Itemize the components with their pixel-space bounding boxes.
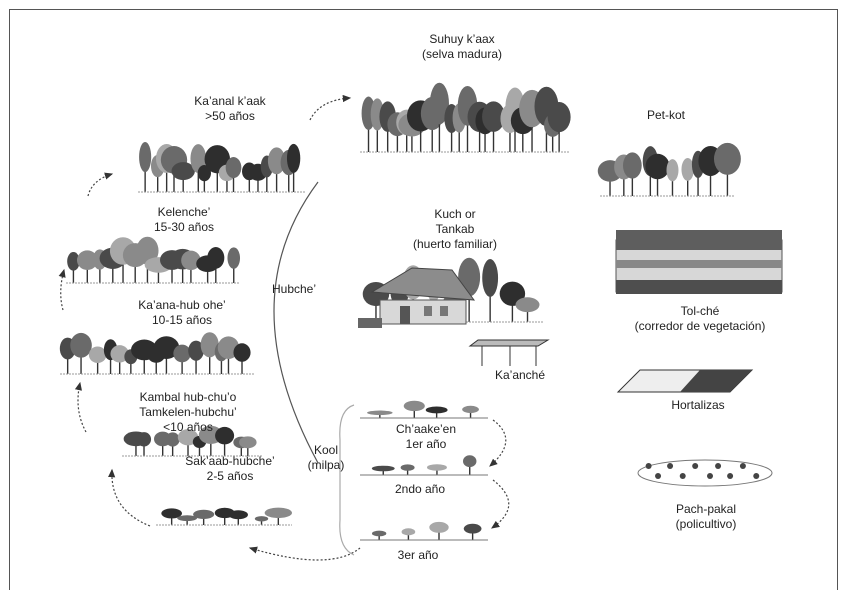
forest-kaana-hub (59, 332, 254, 375)
tree-canopy (70, 332, 92, 358)
tree-canopy (401, 528, 416, 536)
tree-canopy (267, 147, 286, 175)
tree-canopy (254, 516, 269, 522)
tree-canopy (425, 406, 448, 414)
tree-canopy (426, 464, 447, 471)
tree-canopy (515, 297, 540, 313)
tree-canopy (371, 530, 387, 537)
label-suhuy: Suhuy k’aax(selva madura) (421, 32, 503, 61)
tree-canopy (429, 521, 449, 533)
tree-canopy (429, 82, 449, 125)
label-kelenche: Kelenche’15-30 años (153, 205, 215, 234)
tree-canopy (200, 332, 219, 358)
tree-canopy (88, 346, 107, 364)
tree-canopy (110, 345, 129, 363)
tree-canopy (165, 432, 180, 447)
arrow-3er-to-sakaab (248, 546, 361, 561)
tree-canopy (713, 142, 741, 175)
tree-canopy (463, 523, 482, 534)
label-2ndo: 2ndo año (394, 482, 446, 496)
forest-sakaab (156, 507, 293, 526)
tree-canopy (623, 152, 642, 179)
tree-canopy (228, 510, 248, 520)
tree-canopy (462, 405, 479, 414)
forest-kaanal (138, 141, 306, 193)
tree-canopy (482, 101, 505, 132)
label-hubche: Hubche’ (271, 282, 317, 296)
tree-canopy (227, 247, 241, 269)
tree-canopy (197, 165, 212, 182)
forest-suhuy (360, 82, 571, 153)
hortalizas-icon (616, 369, 754, 393)
forest-kelenche (66, 236, 241, 284)
cycle-arrows (58, 94, 510, 561)
figure-frame (9, 9, 838, 590)
arrow-to-suhuy (309, 94, 352, 121)
tree-canopy (181, 250, 201, 271)
tree-canopy (171, 162, 195, 181)
tree-canopy (681, 157, 694, 181)
label-3er: 3er año (397, 548, 439, 562)
arrow-2ndo-to-3er (491, 479, 510, 529)
tree-canopy (264, 507, 293, 519)
tree-canopy (225, 157, 242, 179)
hubche-bracket (273, 181, 319, 464)
milpa-3er (364, 521, 488, 541)
tolche-icon (615, 230, 783, 294)
label-pachpakal: Pach-pakal(policultivo) (675, 502, 737, 531)
tree-canopy (161, 508, 182, 519)
milpa-1er (364, 400, 488, 419)
tree-canopy (645, 153, 670, 180)
house-icon (358, 267, 476, 328)
pachpakal-icon (637, 459, 773, 487)
tree-canopy (173, 344, 191, 363)
tree-canopy (153, 336, 180, 359)
tree-canopy (482, 258, 499, 297)
forest-petkot (597, 142, 741, 197)
tree-canopy (136, 236, 159, 265)
tree-canopy (215, 426, 235, 445)
tree-canopy (136, 432, 152, 447)
tree-canopy (193, 509, 215, 519)
tree-canopy (188, 340, 204, 361)
label-kaanal: Ka’anal k’aak>50 años (194, 94, 266, 123)
tree-canopy (67, 252, 80, 271)
forest-kambal (122, 425, 262, 457)
kool-bracket (339, 404, 355, 556)
label-kaana-hub: Ka’ana-hub ohe’10-15 años (138, 298, 226, 327)
tree-canopy (233, 343, 251, 362)
tree-canopy (547, 101, 571, 133)
tree-canopy (177, 515, 197, 522)
tree-canopy (463, 455, 477, 468)
arrow-to-kaana-hub (74, 381, 87, 433)
tree-canopy (371, 465, 395, 472)
label-petkot: Pet-kot (646, 108, 686, 122)
tree-canopy (666, 159, 679, 182)
tree-canopy (76, 250, 98, 271)
label-sakaab: Sak’aab-hubche’2-5 años (185, 454, 275, 483)
tree-canopy (367, 410, 393, 416)
tree-canopy (400, 464, 415, 471)
label-hortalizas: Hortalizas (671, 398, 725, 412)
tree-canopy (207, 247, 225, 269)
tree-canopy (403, 400, 425, 412)
arrow-1er-to-2ndo (489, 419, 507, 467)
arrow-to-kaanal (87, 172, 114, 197)
kaanche-icon (468, 339, 550, 366)
tree-canopy (286, 143, 301, 173)
label-kaanche: Ka’anché (494, 368, 546, 382)
tree-canopy (239, 436, 257, 449)
milpa-2ndo (364, 455, 488, 476)
label-kool: Kool(milpa) (307, 443, 345, 472)
label-tolche: Tol-ché(corredor de vegetación) (634, 304, 766, 333)
tree-canopy (139, 141, 152, 173)
arrow-to-kambal (108, 468, 151, 527)
arrow-to-kelenche (58, 268, 66, 311)
